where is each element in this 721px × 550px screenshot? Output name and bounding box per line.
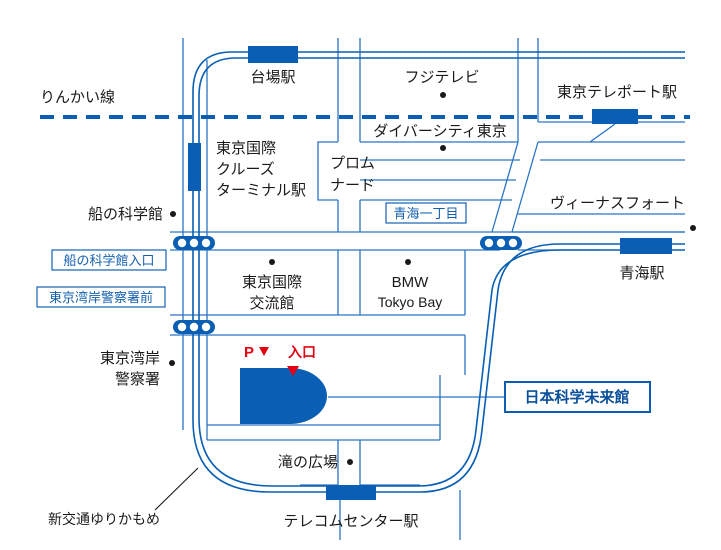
promenade-label-1: プロム xyxy=(330,155,375,172)
aomi-station-label: 青海駅 xyxy=(619,265,664,282)
koryukan-label-1: 東京国際 xyxy=(242,274,302,291)
yurikamome-leader-line xyxy=(154,467,199,511)
fune-iriguchi-box: 船の科学館入口 xyxy=(51,249,167,271)
taki-no-hiroba-label: 滝の広場 xyxy=(278,454,338,471)
museum-building xyxy=(240,368,327,424)
rinkai-line-label: りんかい線 xyxy=(40,89,115,106)
fuji-tv-label: フジテレビ xyxy=(404,69,479,86)
entrance-arrow-icon xyxy=(287,366,299,376)
fune-no-kagakukan-label: 船の科学館 xyxy=(88,206,163,223)
teleport-connector xyxy=(589,123,616,143)
entrance-label: 入口 xyxy=(288,344,316,360)
cruise-terminal-station-block xyxy=(188,143,201,191)
parking-arrow-icon xyxy=(259,347,269,356)
telecom-station-label: テレコムセンター駅 xyxy=(283,513,418,530)
bmw-label-2: Tokyo Bay xyxy=(378,294,443,310)
aomi-station-block xyxy=(620,238,672,254)
teleport-station-block xyxy=(592,109,638,124)
promenade-label-2: ナード xyxy=(330,177,375,194)
teleport-station-label: 東京テレポート駅 xyxy=(557,84,677,101)
daiba-station-block xyxy=(248,46,298,63)
diver-city-label: ダイバーシティ東京 xyxy=(373,123,507,140)
museum-name: 日本科学未来館 xyxy=(524,388,629,406)
cruise-terminal-label-1: 東京国際 xyxy=(216,140,276,157)
aomi-itchome-label: 青海一丁目 xyxy=(393,206,458,221)
signal-coast-guard-mae xyxy=(173,320,215,334)
coast-guard-label-1: 東京湾岸 xyxy=(100,350,160,367)
station-markers xyxy=(188,46,672,500)
signal-aomi-itchome xyxy=(480,236,522,250)
coast-guard-mae-label: 東京湾岸警察署前 xyxy=(49,290,153,305)
cruise-terminal-label-3: ターミナル駅 xyxy=(216,182,306,199)
bmw-label-1: BMW xyxy=(392,274,430,291)
parking-label: P xyxy=(244,344,254,361)
fune-iriguchi-label: 船の科学館入口 xyxy=(63,253,154,268)
koryukan-label-2: 交流館 xyxy=(249,294,294,312)
telecom-station-block xyxy=(326,485,376,500)
museum-name-box: 日本科学未来館 xyxy=(504,381,651,413)
aomi-itchome-box: 青海一丁目 xyxy=(385,202,467,224)
coast-guard-mae-box: 東京湾岸警察署前 xyxy=(36,286,166,308)
daiba-station-label: 台場駅 xyxy=(250,69,295,86)
landmark-dots xyxy=(169,92,696,465)
cruise-terminal-label-2: クルーズ xyxy=(216,161,275,178)
yurikamome-line-label: 新交通ゆりかもめ xyxy=(48,511,160,527)
coast-guard-label-2: 警察署 xyxy=(115,370,160,388)
signal-fune-iriguchi xyxy=(173,236,215,250)
venus-fort-label: ヴィーナスフォート xyxy=(550,195,685,212)
